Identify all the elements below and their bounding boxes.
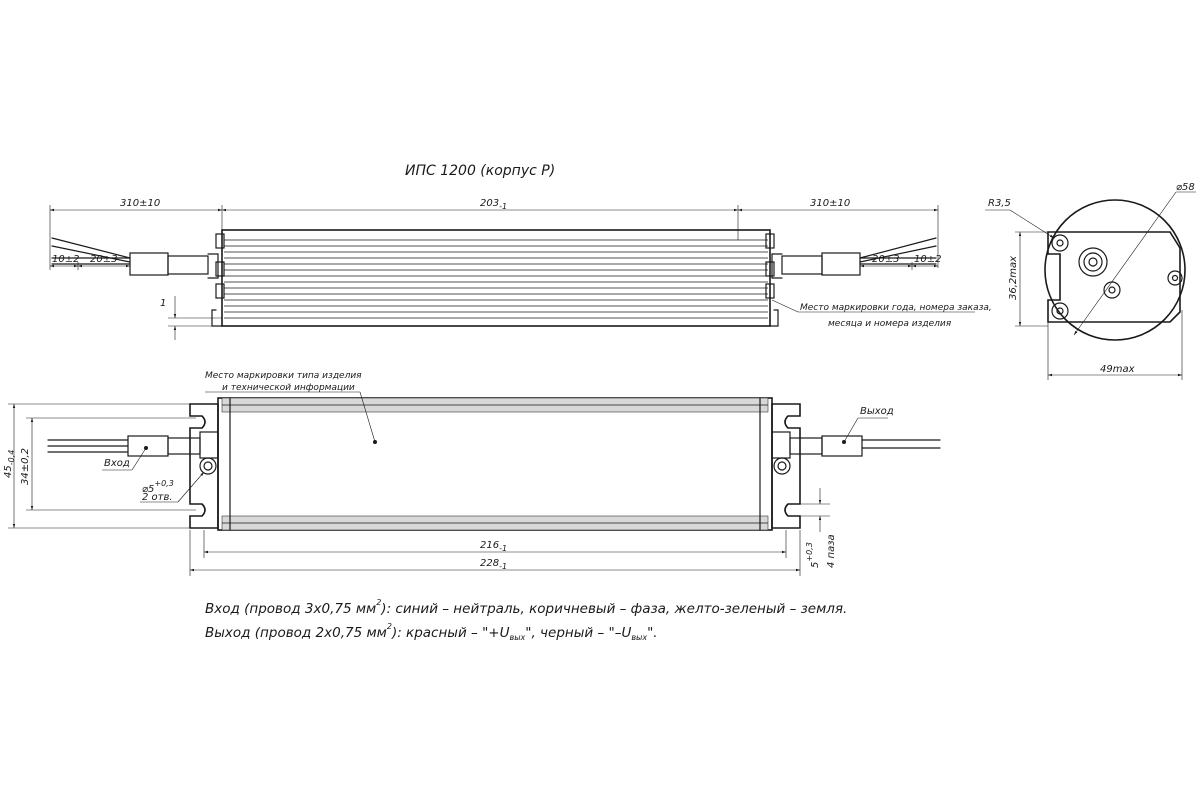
dim-lead-left: 310±10 — [120, 198, 160, 209]
callout-type-line1: Место маркировки типа изделия — [205, 371, 362, 381]
dim-mount: 34±0,2 — [20, 448, 31, 485]
hole-count: 2 отв. — [142, 492, 173, 503]
dim-body-203: 203-1 — [480, 198, 507, 211]
note-input: Вход (провод 3х0,75 мм2): синий – нейтра… — [205, 598, 847, 617]
dim-216: 216-1 — [480, 540, 507, 553]
dim-sleeve-left: 20±3 — [90, 254, 117, 265]
callout-marking-line2: месяца и номера изделия — [828, 319, 952, 329]
dim-lead-right: 310±10 — [810, 198, 850, 209]
dim-height-max: 36,2max — [1008, 256, 1019, 300]
dim-height-45: 45-0,4 — [3, 450, 16, 478]
dim-strip-left: 10±2 — [52, 254, 79, 265]
dim-width-max: 49max — [1100, 364, 1135, 375]
dim-height-small: 1 — [160, 298, 166, 309]
dim-radius: R3,5 — [988, 198, 1011, 209]
end-view: ⌀58 R3,5 36,2max 49max — [985, 182, 1196, 380]
wiring-notes: Вход (провод 3х0,75 мм2): синий – нейтра… — [205, 598, 847, 642]
front-view: Место маркировки типа изделия и техничес… — [3, 371, 941, 576]
body-fins — [224, 239, 768, 319]
dim-diameter: ⌀58 — [1176, 182, 1195, 193]
note-output: Выход (провод 2х0,75 мм2): красный – "+U… — [205, 622, 658, 642]
callout-marking-line1: Место маркировки года, номера заказа, — [800, 303, 992, 313]
dim-sleeve-right: 20±3 — [872, 254, 899, 265]
label-output: Выход — [860, 406, 894, 417]
callout-type-line2: и технической информации — [222, 383, 355, 393]
drawing-title: ИПС 1200 (корпус Р) — [405, 163, 555, 179]
hole-diameter: ⌀5+0,3 — [142, 479, 174, 495]
slot-count: 4 паза — [826, 534, 837, 568]
top-view: 310±10 203-1 310±10 — [49, 198, 992, 340]
dim-slot-width: 5+0,3 — [805, 542, 821, 568]
label-input: Вход — [104, 458, 130, 469]
dim-228: 228-1 — [480, 558, 507, 571]
dim-strip-right: 10±2 — [914, 254, 941, 265]
